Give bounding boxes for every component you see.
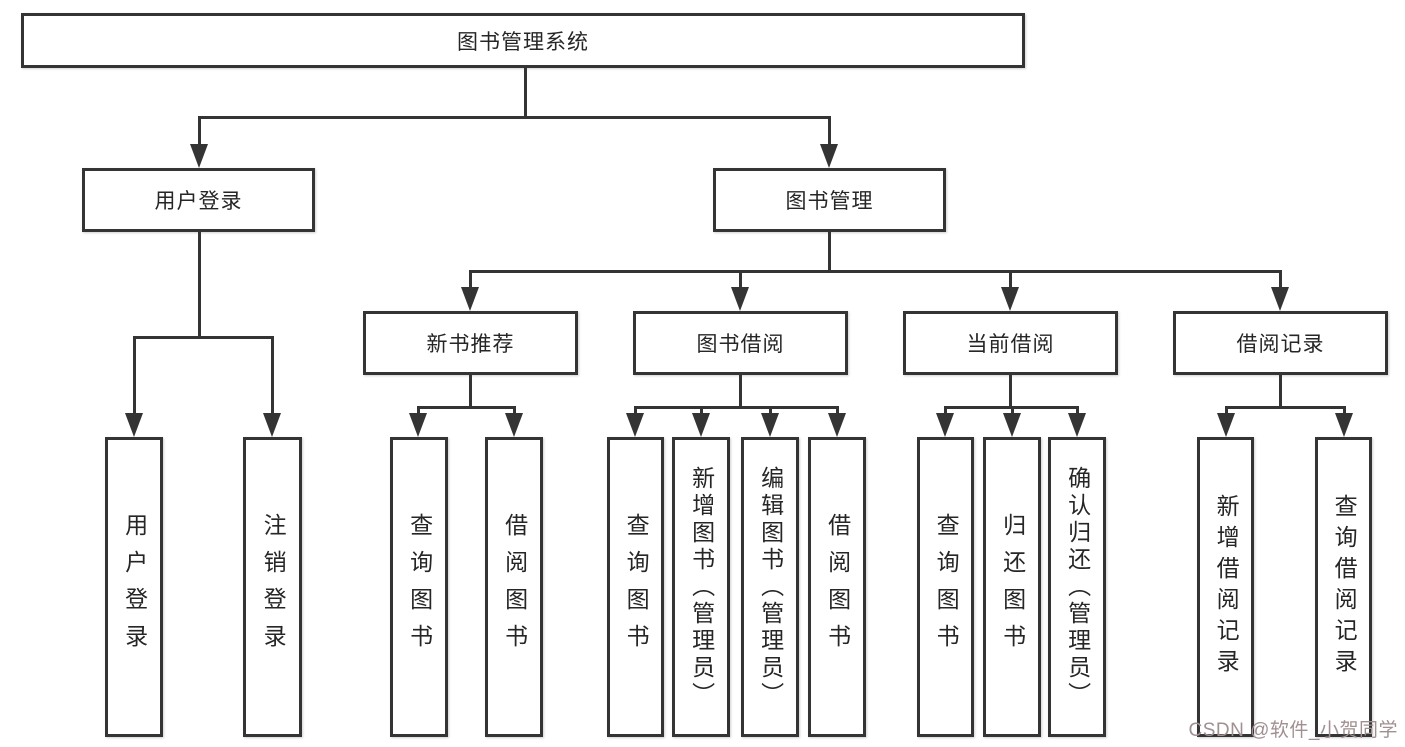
arrowhead-user-login [190, 144, 208, 168]
connector-g4-trunk [1008, 375, 1012, 409]
arrowhead-ul-leaf2 [263, 413, 281, 437]
arrowhead-bb-edit [761, 413, 779, 437]
arrowhead-cb-query [936, 413, 954, 437]
leaf-nb-query-books: 查询图书 [390, 437, 448, 737]
connector-g3-hline [633, 406, 839, 409]
connector-g3-drop4 [835, 408, 839, 415]
leaf-bb-edit-books-label: 编辑图书（管理员） [757, 465, 784, 709]
leaf-bb-borrow-books: 借阅图书 [808, 437, 866, 737]
arrowhead-nb-query [409, 413, 427, 437]
leaf-logout-label: 注销登录 [260, 513, 287, 661]
leaf-user-login: 用户登录 [105, 437, 163, 737]
leaf-user-login-label: 用户登录 [121, 513, 148, 661]
connector-bm-drop3 [1008, 272, 1012, 289]
leaf-nb-borrow-books-label: 借阅图书 [501, 513, 528, 661]
leaf-bb-add-books-label: 新增图书（管理员） [688, 465, 715, 709]
arrowhead-new-books [461, 287, 479, 311]
connector-g4-drop2 [1010, 408, 1014, 415]
arrowhead-ul-leaf1 [125, 413, 143, 437]
leaf-bb-query-books-label: 查询图书 [623, 513, 650, 661]
leaf-br-query-record: 查询借阅记录 [1315, 437, 1372, 737]
arrowhead-bb-query [626, 413, 644, 437]
arrowhead-br-query [1335, 413, 1353, 437]
arrowhead-cb-confirm [1068, 413, 1086, 437]
connector-g5-hline [1224, 406, 1346, 409]
connector-g2-drop2 [512, 408, 516, 415]
leaf-nb-query-books-label: 查询图书 [406, 513, 433, 661]
connector-g3-drop1 [633, 408, 637, 415]
leaf-br-add-record-label: 新增借阅记录 [1213, 494, 1240, 680]
leaf-nb-borrow-books: 借阅图书 [485, 437, 543, 737]
leaf-bb-query-books: 查询图书 [607, 437, 664, 737]
leaf-cb-return-books-label: 归还图书 [999, 513, 1026, 661]
connector-drop-user-login [197, 118, 201, 146]
leaf-cb-confirm-return: 确认归还（管理员） [1048, 437, 1106, 737]
leaf-bb-edit-books: 编辑图书（管理员） [741, 437, 799, 737]
node-book-mgmt: 图书管理 [713, 168, 946, 232]
connector-g2-trunk [468, 375, 472, 409]
node-book-borrow-label: 图书借阅 [696, 333, 785, 356]
node-current-borrow: 当前借阅 [903, 311, 1118, 375]
connector-bm-hline [468, 270, 1282, 273]
connector-g3-drop2 [699, 408, 703, 415]
connector-root-trunk [523, 68, 527, 118]
arrowhead-book-borrow [731, 287, 749, 311]
arrowhead-bb-add [692, 413, 710, 437]
leaf-logout: 注销登录 [243, 437, 302, 737]
connector-g5-trunk [1278, 375, 1282, 409]
leaf-cb-query-books: 查询图书 [917, 437, 974, 737]
connector-drop-book-mgmt [827, 118, 831, 146]
connector-g4-hline [943, 406, 1079, 409]
leaf-cb-query-books-label: 查询图书 [933, 513, 960, 661]
node-book-borrow: 图书借阅 [633, 311, 848, 375]
arrowhead-nb-borrow [505, 413, 523, 437]
connector-g2-drop1 [416, 408, 420, 415]
connector-ul-drop1 [132, 338, 136, 415]
connector-g5-drop2 [1342, 408, 1346, 415]
connector-bm-drop1 [468, 272, 472, 289]
csdn-watermark: CSDN @软件_小贺同学 [1188, 720, 1398, 741]
arrowhead-book-mgmt [820, 144, 838, 168]
arrowhead-borrow-records [1271, 287, 1289, 311]
connector-ul-hline [132, 336, 274, 339]
connector-g3-drop3 [768, 408, 772, 415]
connector-g5-drop1 [1224, 408, 1228, 415]
connector-ul-drop2 [270, 338, 274, 415]
node-user-login: 用户登录 [82, 168, 315, 232]
node-new-books-label: 新书推荐 [426, 333, 515, 356]
connector-bm-drop4 [1278, 272, 1282, 289]
node-root-label: 图书管理系统 [457, 30, 589, 54]
connector-g2-hline [416, 406, 516, 409]
node-current-borrow-label: 当前借阅 [966, 333, 1055, 356]
node-borrow-records-label: 借阅记录 [1236, 333, 1325, 356]
connector-g4-drop3 [1075, 408, 1079, 415]
node-user-login-label: 用户登录 [154, 190, 243, 213]
connector-bm-drop2 [738, 272, 742, 289]
connector-g4-drop1 [943, 408, 947, 415]
leaf-br-add-record: 新增借阅记录 [1197, 437, 1254, 737]
connector-ul-trunk [197, 232, 201, 339]
leaf-bb-add-books: 新增图书（管理员） [672, 437, 730, 737]
leaf-cb-confirm-return-label: 确认归还（管理员） [1064, 465, 1091, 709]
leaf-cb-return-books: 归还图书 [983, 437, 1041, 737]
leaf-br-query-record-label: 查询借阅记录 [1331, 494, 1358, 680]
node-root: 图书管理系统 [21, 13, 1025, 68]
arrowhead-current-borrow [1001, 287, 1019, 311]
arrowhead-br-add [1217, 413, 1235, 437]
connector-bm-trunk [827, 232, 831, 273]
connector-g3-trunk [738, 375, 742, 409]
arrowhead-bb-borrow [828, 413, 846, 437]
arrowhead-cb-return [1003, 413, 1021, 437]
connector-root-hline [197, 116, 831, 119]
node-book-mgmt-label: 图书管理 [785, 190, 874, 213]
node-borrow-records: 借阅记录 [1173, 311, 1388, 375]
node-new-books: 新书推荐 [363, 311, 578, 375]
leaf-bb-borrow-books-label: 借阅图书 [824, 513, 851, 661]
